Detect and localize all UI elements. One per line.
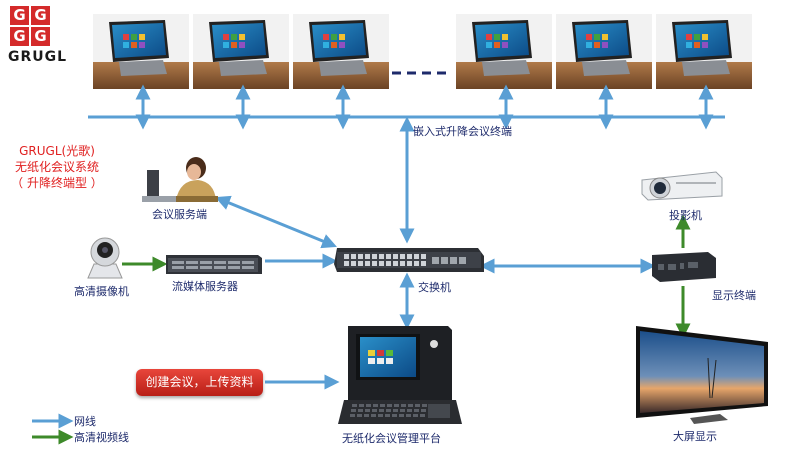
lift-terminal bbox=[556, 14, 652, 89]
brand-name: GRUGL bbox=[8, 49, 68, 65]
big-screen-icon bbox=[636, 326, 768, 424]
meeting-server-icon bbox=[142, 157, 218, 202]
server-switch-link bbox=[215, 195, 337, 249]
system-title-line1: GRUGL(光歌) bbox=[19, 144, 95, 158]
platform-label: 无纸化会议管理平台 bbox=[342, 432, 441, 445]
logo-letter: G bbox=[31, 27, 50, 46]
terminal-drop-lines bbox=[135, 84, 714, 130]
lift-terminal bbox=[293, 14, 389, 89]
camera-label: 高清摄像机 bbox=[74, 285, 129, 298]
system-title: GRUGL(光歌) 无纸化会议系统 （ 升降终端型 ） bbox=[2, 143, 112, 191]
legend-network-label: 网线 bbox=[74, 415, 96, 428]
display-terminal-icon bbox=[652, 252, 716, 282]
hd-camera-icon bbox=[87, 237, 123, 279]
system-title-line2: 无纸化会议系统 bbox=[14, 160, 99, 174]
logo-letter: G bbox=[31, 6, 50, 25]
lift-terminal bbox=[456, 14, 552, 89]
create-meeting-button[interactable]: 创建会议，上传资料 bbox=[136, 369, 263, 396]
projector-icon bbox=[641, 171, 723, 201]
lift-terminal bbox=[93, 14, 189, 89]
big-screen-label: 大屏显示 bbox=[673, 430, 717, 443]
logo-letter: G bbox=[10, 27, 29, 46]
lift-terminal bbox=[193, 14, 289, 89]
management-platform-icon bbox=[338, 326, 462, 424]
media-server-label: 流媒体服务器 bbox=[172, 280, 238, 293]
logo-letter: G bbox=[10, 6, 29, 25]
display-terminal-label: 显示终端 bbox=[712, 289, 756, 302]
switch-label: 交换机 bbox=[418, 281, 451, 294]
terminals-label: 嵌入式升降会议终端 bbox=[413, 125, 512, 138]
media-server-icon bbox=[166, 255, 262, 274]
lift-terminal bbox=[656, 14, 752, 89]
server-label: 会议服务端 bbox=[152, 208, 207, 221]
legend-video-label: 高清视频线 bbox=[74, 431, 129, 444]
terminal-row bbox=[93, 14, 752, 89]
system-title-line3: （ 升降终端型 ） bbox=[11, 176, 103, 190]
projector-label: 投影机 bbox=[669, 209, 702, 222]
switch-icon bbox=[334, 248, 484, 272]
